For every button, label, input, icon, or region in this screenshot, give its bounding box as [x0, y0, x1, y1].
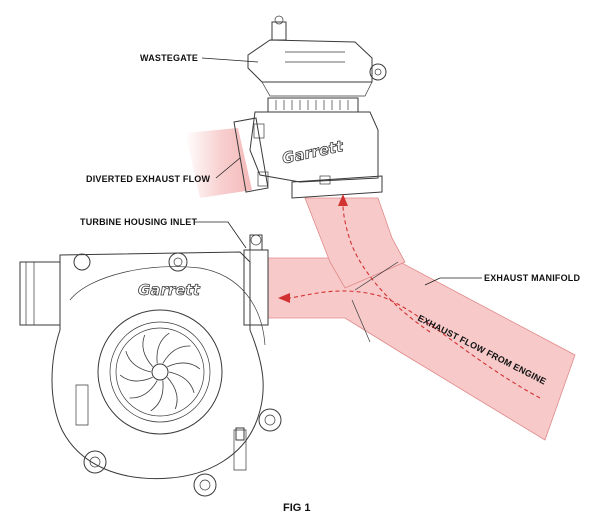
wastegate-top-fitting — [271, 21, 287, 41]
turbine-blade — [125, 350, 152, 373]
flow-path-to-turbine — [289, 290, 541, 399]
bolt-lug-4 — [168, 252, 188, 272]
leader-wastegate — [201, 57, 259, 63]
flow-arrowhead-turbine — [278, 293, 290, 303]
turbine-blade — [167, 377, 178, 410]
wastegate-assembly: Garrett — [233, 15, 387, 199]
wastegate-valve-body — [249, 111, 379, 183]
turbine-blade — [150, 380, 164, 412]
tag-plate-left — [75, 384, 89, 426]
bolt-lug-3-hole — [264, 414, 276, 426]
manifold-seam-2 — [351, 299, 371, 343]
wastegate-side-fitting — [369, 63, 387, 81]
turbine-housing-inlet-flange — [243, 249, 269, 326]
wastegate-actuator-side — [261, 81, 373, 97]
label-diverted-exhaust-flow: DIVERTED EXHAUST FLOW — [86, 174, 211, 184]
wastegate-outlet-flange — [233, 117, 269, 193]
turbine-blade — [129, 380, 158, 399]
bolt-lug-4-hole — [173, 257, 183, 267]
bolt-lug-1 — [83, 450, 107, 474]
bolt-lug-1-hole — [89, 456, 101, 468]
turbine-housing: Garrett — [19, 234, 282, 497]
label-exhaust-manifold: EXHAUST MANIFOLD — [484, 273, 580, 283]
turbine-blade — [119, 374, 153, 382]
wastegate-clamp — [267, 97, 359, 113]
housing-outline — [51, 251, 264, 480]
wastegate-fitting-nut — [274, 15, 284, 25]
turbine-blade — [167, 362, 201, 370]
wastegate-actuator-top — [247, 39, 373, 83]
wastegate-side-fitting-hole — [374, 68, 382, 76]
leader-diverted — [215, 157, 241, 179]
turbine-blades — [119, 332, 201, 412]
turbine-inner-ring — [115, 327, 205, 417]
leader-manifold — [424, 277, 482, 286]
label-turbine-housing-inlet: TURBINE HOUSING INLET — [80, 217, 198, 227]
manifold-wastegate-branch — [304, 197, 406, 289]
label-wastegate: WASTEGATE — [140, 53, 198, 63]
manifold-inlet-branch — [267, 257, 576, 441]
flow-arrowhead-wastegate — [338, 194, 348, 206]
bolt-lug-5 — [73, 253, 91, 271]
outlet-flange-bolt-1 — [253, 123, 265, 139]
turbine-hub — [151, 363, 169, 381]
turbine-mid-ring — [109, 321, 211, 423]
outlet-flange-bolt-2 — [257, 171, 269, 187]
exhaust-manifold-pipe — [267, 197, 576, 441]
figure-caption: FIG 1 — [283, 502, 311, 514]
turbine-blade — [156, 332, 170, 364]
bolt-lug-2-hole — [199, 479, 211, 491]
wastegate-clamp-ridges — [275, 100, 349, 110]
diverted-exhaust-pipe — [185, 128, 252, 198]
wastegate-top-lines — [285, 51, 345, 63]
turbine-outer-ring — [97, 309, 223, 435]
turbine-blade — [162, 345, 191, 364]
housing-flange — [69, 266, 266, 346]
turbine-blade — [142, 334, 153, 367]
compressor-inlet-ribs — [25, 262, 35, 325]
wastegate-inlet-flange — [291, 175, 383, 199]
sensor-stud — [235, 427, 245, 441]
tag-plate-right — [233, 429, 247, 471]
housing-garrett-logo: Garrett — [138, 281, 201, 299]
leader-turbine-inlet — [195, 221, 247, 249]
turbine-blade — [168, 371, 195, 394]
wastegate-garrett-logo: Garrett — [281, 137, 346, 168]
bolt-lug-2 — [193, 473, 217, 497]
flow-arrows — [278, 194, 541, 399]
manifold-seam — [354, 261, 399, 291]
flow-path-to-wastegate — [342, 204, 431, 333]
bolt-lug-3 — [258, 408, 282, 432]
wastegate-inlet-bolt — [319, 175, 331, 185]
inlet-stud-nut — [250, 234, 262, 246]
inlet-stud — [249, 234, 263, 251]
